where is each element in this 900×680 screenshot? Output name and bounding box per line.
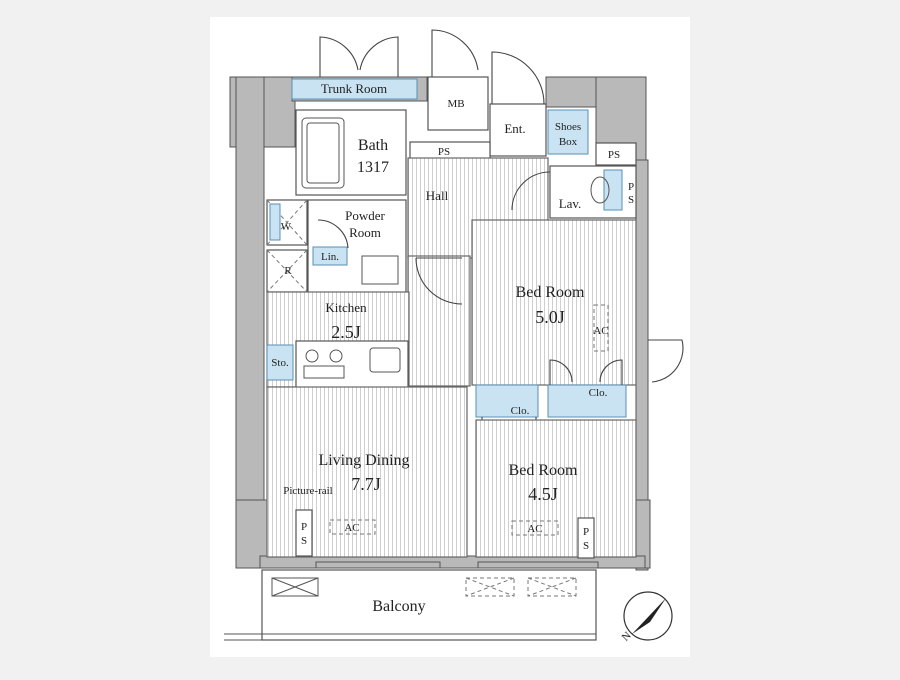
bedroom-1-area: 5.0J [535,307,565,327]
outdoor-unit-1-x [465,577,515,597]
bedroom-1-label: Bed Room [516,284,585,301]
w-label: W [281,221,292,233]
living-ac-label: AC [344,522,359,534]
lin-label: Lin. [321,251,339,263]
bedroom-2-label: Bed Room [509,462,578,479]
washbasin [361,255,399,285]
washer-tap [269,203,281,241]
bathtub-inner [306,122,340,184]
shoes-box[interactable] [547,109,589,155]
trunk-room [291,78,418,100]
entrance-door [491,51,545,105]
hall-label: Hall [426,188,449,203]
balcony-unit-x [271,577,319,597]
powder-room-door [317,219,349,249]
bedroom-1-ac [593,304,609,352]
picture-rail-label: Picture-rail [283,485,332,497]
bedroom-1 [471,219,637,386]
stove-icon [303,349,345,379]
closet-1-label: Clo. [589,387,608,399]
meter-box [427,76,489,131]
ent-label: Ent. [504,121,525,136]
ps-right-top-label: PS [608,149,620,161]
bedroom-2-ac [511,520,559,536]
bedroom-1-ac-label: AC [593,325,608,337]
closet-2[interactable] [475,384,539,418]
trunk-room-label: Trunk Room [321,81,387,96]
living-area: 7.7J [351,474,381,494]
ps-br2-p: P [583,526,589,538]
ps-bedroom-2 [577,517,595,559]
linen-closet[interactable] [312,246,348,266]
living-label: Living Dining [318,452,409,469]
mb-label: MB [447,98,464,110]
bathroom [295,109,407,196]
storage[interactable] [266,344,294,381]
outdoor-unit-2-x [527,577,577,597]
ps-right-p: P [628,181,634,193]
balcony-unit [271,577,319,597]
outdoor-unit-1 [465,577,515,597]
trunk-room-doors [319,29,479,77]
bedroom-2-area: 4.5J [528,484,558,504]
bedroom-1-window-door [648,339,684,383]
powder-label-1: Powder [345,208,385,223]
lav-label: Lav. [559,196,582,211]
ps-right-s: S [628,194,634,206]
bathtub [301,117,345,189]
kitchen-label: Kitchen [325,300,367,315]
closet-1[interactable] [547,384,627,418]
balcony-label: Balcony [372,598,425,615]
lavatory-door [511,171,551,211]
windows [315,561,599,569]
hall-door [415,257,463,305]
bath-label: Bath [358,137,388,154]
bedroom-2-ac-label: AC [527,523,542,535]
kitchen-area: 2.5J [331,322,361,342]
shoes-box-label-2: Box [559,136,578,148]
entrance [489,103,547,157]
sto-label: Sto. [271,357,289,369]
powder-label-2: Room [349,225,381,240]
ps-left-p: P [301,521,307,533]
toilet-icon [590,176,610,204]
living-ac [329,519,376,535]
ps-left-s: S [301,535,307,547]
bath-size-label: 1317 [357,159,389,176]
closet-2-label: Clo. [511,405,530,417]
outdoor-unit-2 [527,577,577,597]
walls [229,76,651,571]
fridge-marker [266,249,308,293]
ps-left [295,509,313,557]
ps-right-top [595,142,637,166]
shoes-box-label-1: Shoes [555,121,581,133]
r-label: R [284,265,292,277]
kitchen-counter [295,340,409,390]
ps-top-label: PS [438,146,450,158]
lavatory-cabinet [603,169,623,211]
kitchen-sink [369,347,401,373]
ps-br2-s: S [583,540,589,552]
bedroom-2 [475,419,637,558]
hall-lower [407,255,471,387]
